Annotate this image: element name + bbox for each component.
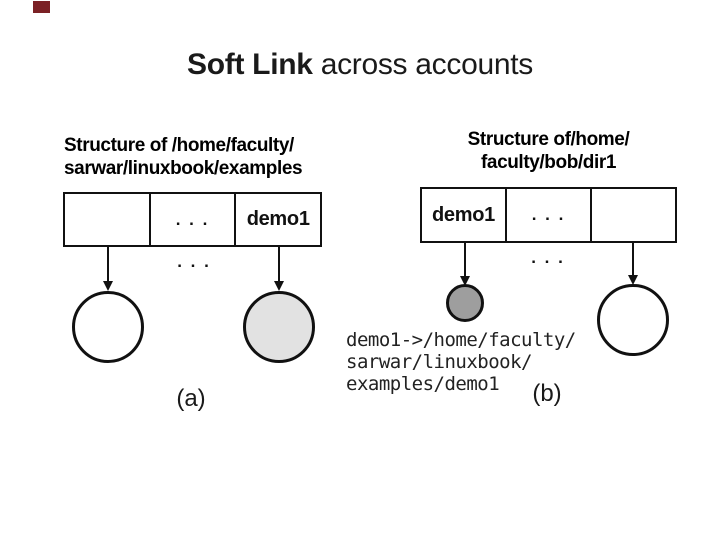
diagram-a-cell-demo1: demo1 [246, 208, 310, 230]
diagram-b-heading-line1: Structure of/home/ [467, 129, 630, 150]
diagram-b-ellipsis: . . . [531, 248, 565, 267]
diagram-a-left-arrow-line [107, 247, 109, 281]
diagram-b-cell-demo1: demo1 [422, 189, 507, 241]
diagram-a-ellipsis: . . . [177, 252, 211, 271]
diagram-a-left-arrow-head [103, 281, 113, 291]
diagram-a-directory-table: . . . demo1 [63, 192, 322, 247]
diagram-b-heading-line2: faculty/bob/dir1 [480, 152, 617, 173]
title-rest: across accounts [312, 48, 534, 81]
diagram-a-right-arrow-head [274, 281, 284, 291]
diagram-b-right-arrow-line [632, 243, 634, 275]
diagram-b-heading: Structure of/home/ faculty/bob/dir1 [420, 128, 677, 174]
diagram-b-softlink-inode-circle [446, 284, 484, 322]
diagram-a-heading: Structure of /home/faculty/ sarwar/linux… [64, 134, 303, 180]
diagram-b-cell-ellipsis: . . . [507, 189, 592, 241]
diagram-b-directory-table: demo1 . . . [420, 187, 677, 243]
diagram-b-cell-empty [592, 189, 675, 241]
diagram-b-link-target-text: demo1->/home/faculty/ sarwar/linuxbook/ … [346, 329, 576, 395]
diagram-a-inode-circle-shared [243, 291, 315, 363]
diagram-a-heading-line2: sarwar/linuxbook/examples [64, 158, 303, 179]
diagram-a-inode-circle-left [72, 291, 144, 363]
link-target-line1: demo1->/home/faculty/ [346, 329, 576, 351]
diagram-a-cell-empty [65, 194, 151, 245]
diagram-b-inode-circle [597, 284, 669, 356]
slide-title: Soft Link across accounts [0, 47, 720, 83]
title-emphasis: Soft Link [187, 48, 313, 81]
diagram-a-label: (a) [176, 385, 206, 412]
diagram-a-heading-line1: Structure of /home/faculty/ [64, 135, 294, 156]
diagram-b-right-arrow-head [628, 275, 638, 285]
diagram-a-right-arrow-line [278, 247, 280, 281]
slide-corner-accent [33, 1, 50, 13]
link-target-line2: sarwar/linuxbook/ [346, 351, 532, 373]
link-target-line3: examples/demo1 [346, 373, 500, 395]
diagram-a-cell-ellipsis: . . . [151, 194, 237, 245]
diagram-b-label: (b) [532, 380, 562, 407]
diagram-b-left-arrow-line [464, 243, 466, 276]
diagram-b-left-arrow-head [460, 276, 470, 286]
